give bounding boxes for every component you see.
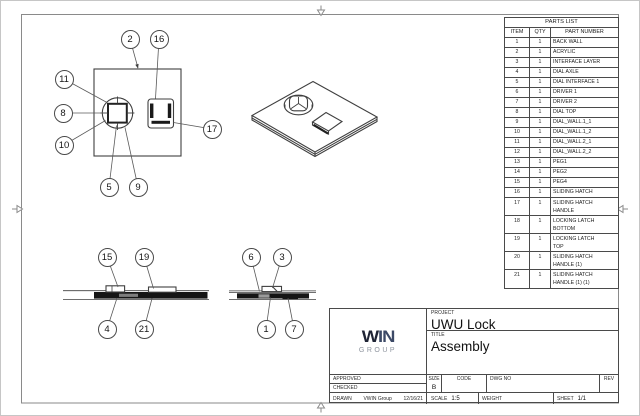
leader-lines [63,38,295,330]
checked-cell: CHECKED [330,384,427,393]
center-mark-right [616,204,628,214]
weight-cell: WEIGHT [479,393,554,404]
title-label: TITLE [431,332,445,338]
parts-list-header: ITEM QTY PART NUMBER [505,28,618,38]
center-mark-bottom [316,401,326,413]
code-cell: CODE [442,375,487,393]
column-header-qty: QTY [530,28,551,38]
sheet-value: 1/1 [577,395,587,402]
section-view-left [63,285,209,300]
project-name: UWU Lock [431,317,496,332]
project-label: PROJECT [431,310,455,316]
drawn-by: VWIN Group [363,395,392,402]
balloon-4: 4 [97,319,117,339]
balloon-16: 16 [149,29,169,49]
balloon-5: 5 [99,177,119,197]
balloon-7: 7 [284,319,304,339]
balloon-17: 17 [202,119,222,139]
rev-cell: REV [600,375,618,393]
center-mark-top [316,5,326,17]
column-header-part: PART NUMBER [551,28,618,38]
logo-wordmark: WIN [361,327,396,346]
size-cell: SIZE B [427,375,442,393]
dwg-no-cell: DWG NO [487,375,600,393]
balloon-3: 3 [272,247,292,267]
sheet-cell: SHEET 1/1 [557,395,587,402]
balloon-19: 19 [134,247,154,267]
title-block: WIN GROUP PROJECT UWU Lock TITLE Assembl… [329,308,619,404]
title-cell: TITLE Assembly [427,331,618,375]
balloon-1: 1 [256,319,276,339]
front-detail-view [93,68,182,157]
logo-subtitle: GROUP [358,347,398,354]
balloon-15: 15 [97,247,117,267]
company-logo: WIN GROUP [330,309,427,375]
drawn-date: 12/16/21 [403,395,423,402]
drawn-cell: DRAWN VWIN Group 12/16/21 [330,393,427,404]
parts-list-title: PARTS LIST [505,18,618,28]
drawing-title: Assembly [431,339,490,354]
column-header-item: ITEM [505,28,530,38]
drawn-label: DRAWN [333,395,352,402]
project-cell: PROJECT UWU Lock [427,309,618,332]
balloon-6: 6 [241,247,261,267]
balloon-9: 9 [128,177,148,197]
balloon-10: 10 [54,135,74,155]
balloon-21: 21 [134,319,154,339]
balloon-2: 2 [120,29,140,49]
isometric-view [250,80,379,158]
balloon-11: 11 [54,69,74,89]
approved-cell: APPROVED [330,375,427,384]
center-mark-left [12,204,24,214]
balloon-8: 8 [53,103,73,123]
section-view-right [229,285,316,300]
scale-cell: SCALE 1:5 [427,393,479,404]
size-value: B [431,384,437,391]
scale-value: 1:5 [451,395,460,402]
